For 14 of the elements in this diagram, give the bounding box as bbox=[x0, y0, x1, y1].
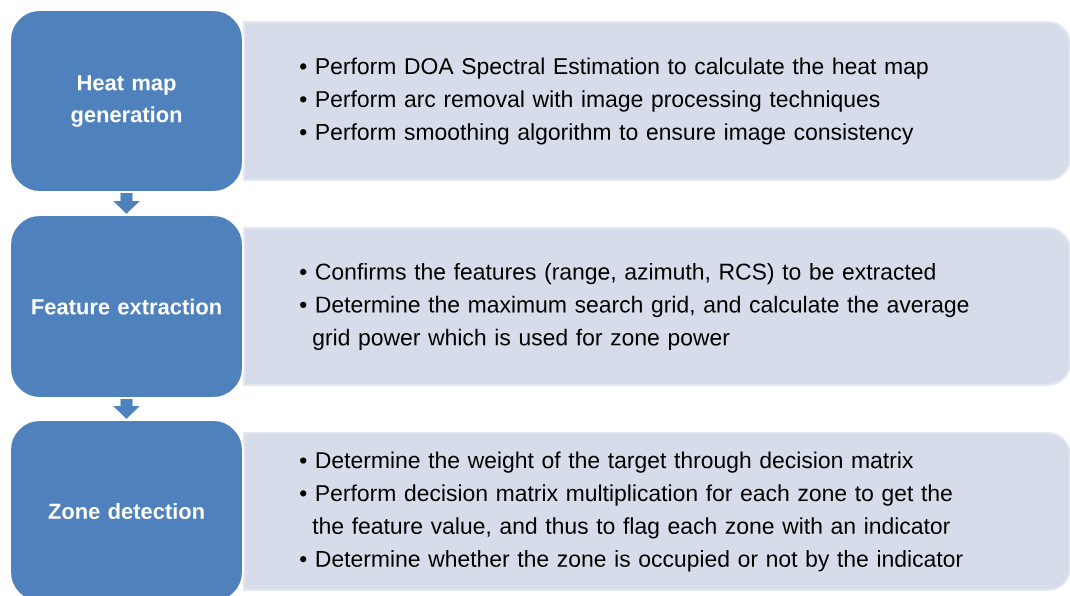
description-panel bbox=[243, 432, 1070, 591]
step-box: Heat map generation bbox=[9, 9, 244, 193]
description-panel bbox=[243, 21, 1070, 181]
bullet-item: • Determine whether the zone is occupied or not by the indicator bbox=[300, 550, 963, 572]
bullet-item: • Perform arc removal with image processing techniques bbox=[300, 90, 880, 112]
description-panel bbox=[243, 227, 1070, 386]
bullet-item: • Confirms the features (range, azimuth, RCS) to be extracted bbox=[300, 262, 935, 285]
bullet-item: • Determine the maximum search grid, and calculate the average grid power which is used for zone power bbox=[300, 295, 969, 351]
bullet-item: • Perform DOA Spectral Estimation to calculate the heat map bbox=[300, 57, 928, 79]
bullet-item: • Determine the weight of the target through decision matrix bbox=[300, 451, 914, 473]
bullet-item: • Perform decision matrix multiplication for each zone to get the the feature value, and thus to flag each zone with an indicator bbox=[300, 484, 952, 539]
bullet-item: • Perform smoothing algorithm to ensure image consistency bbox=[300, 123, 914, 145]
step-box: Feature extraction bbox=[9, 214, 244, 399]
step-box: Zone detection bbox=[9, 419, 244, 596]
